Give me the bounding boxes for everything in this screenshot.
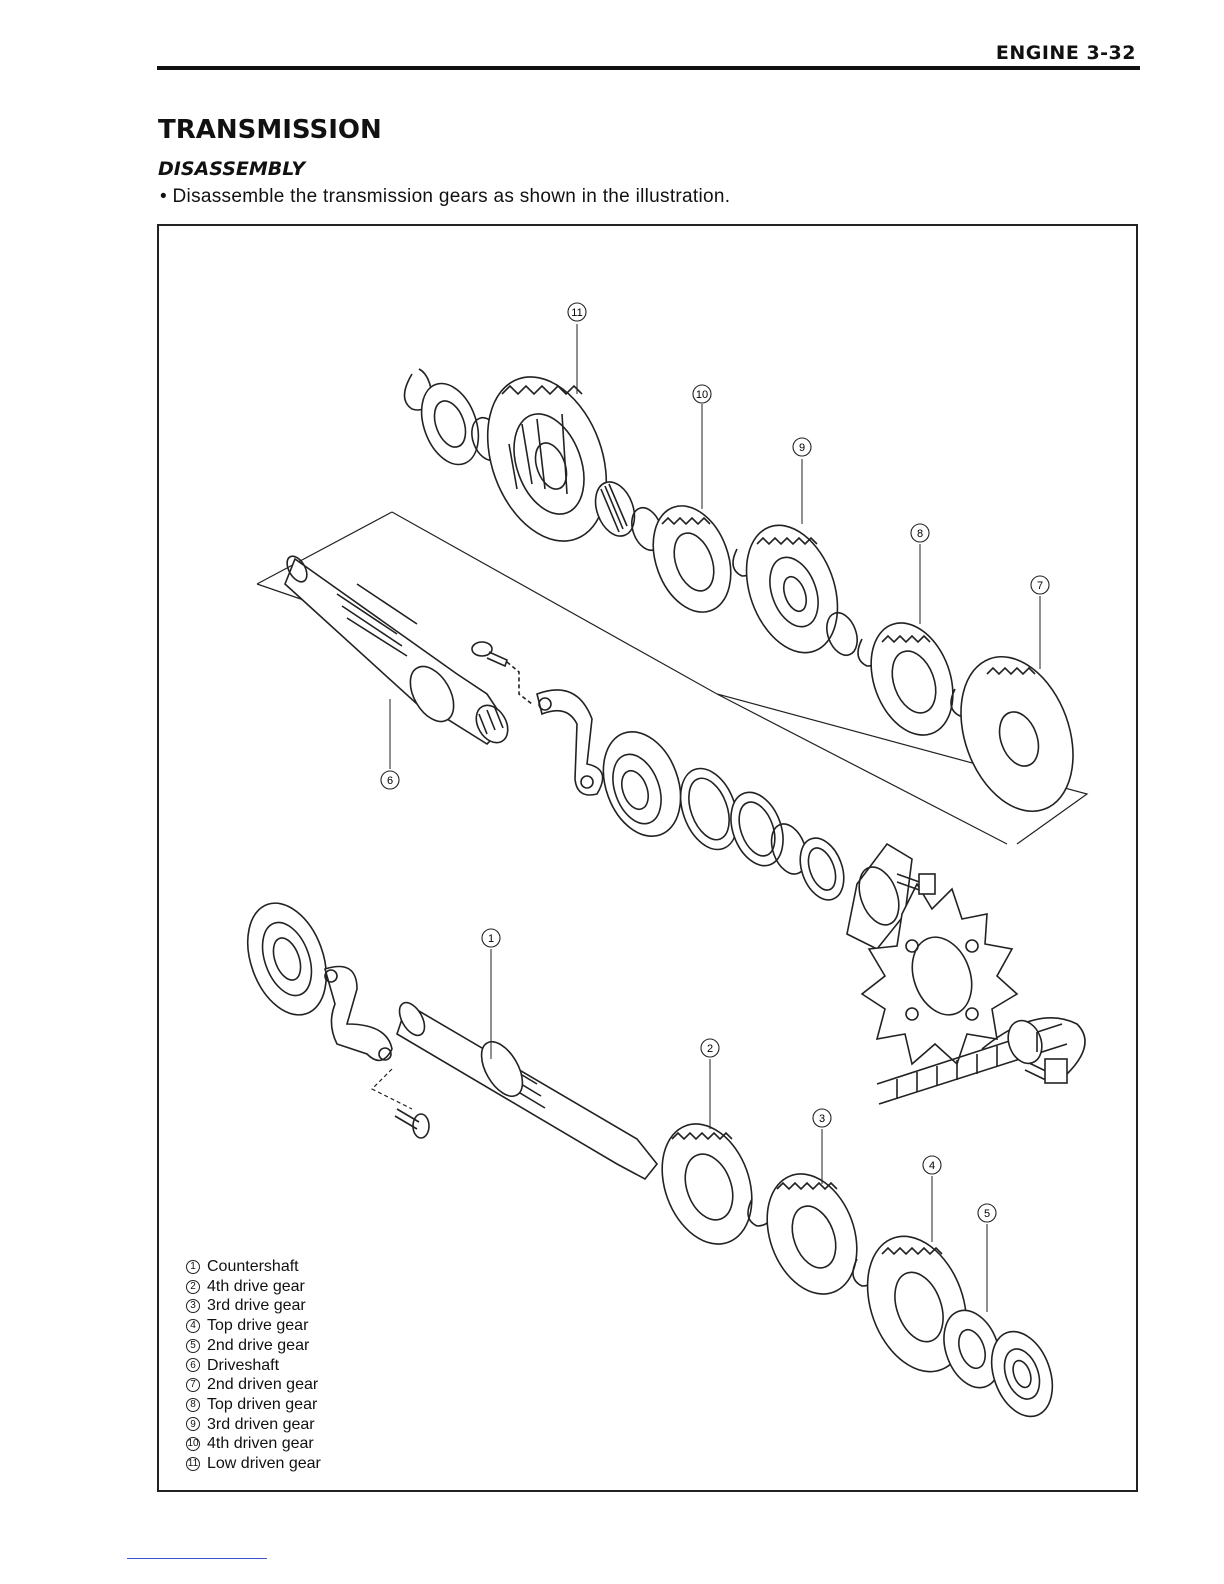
legend-label: 4th driven gear <box>207 1435 314 1453</box>
legend-number: 5 <box>186 1338 200 1353</box>
legend-item: 10 4th driven gear <box>186 1434 321 1454</box>
callout-10: 10 <box>692 384 712 404</box>
callout-8-label: 8 <box>917 528 923 540</box>
callout-9: 9 <box>792 437 812 457</box>
2nd-drive-gear-drawing <box>943 1309 1001 1389</box>
driveshaft-group-bracket <box>256 511 1089 845</box>
oil-seal-retainer-drawing <box>536 689 604 796</box>
low-driven-bearing-drawing <box>420 382 480 466</box>
callout-leaders <box>389 324 1041 1312</box>
driveshaft-bearing-drawing <box>602 730 682 838</box>
page-header: ENGINE 3-32 <box>996 42 1136 64</box>
callout-4: 4 <box>922 1155 942 1175</box>
legend-label: Top drive gear <box>207 1317 309 1335</box>
section-title: TRANSMISSION <box>158 115 382 145</box>
4th-drive-gear-drawing <box>661 1123 753 1245</box>
callout-7: 7 <box>1030 575 1050 595</box>
callout-5-label: 5 <box>984 1208 990 1220</box>
callout-2-label: 2 <box>707 1043 713 1055</box>
legend-number: 10 <box>186 1437 200 1452</box>
4th-driven-gear-drawing <box>652 505 732 613</box>
callout-11: 11 <box>567 302 587 322</box>
top-drive-gear-drawing <box>866 1235 968 1373</box>
legend-item: 1 Countershaft <box>186 1257 321 1277</box>
legend-item: 5 2nd drive gear <box>186 1336 321 1356</box>
engine-sprocket-drawing <box>860 882 1019 1066</box>
legend-number: 8 <box>186 1397 200 1412</box>
2nd-driven-gear-drawing <box>960 655 1074 813</box>
legend-number: 6 <box>186 1358 200 1373</box>
figure-frame <box>157 224 1138 1492</box>
callout-6: 6 <box>380 770 400 790</box>
legend-number: 2 <box>186 1279 200 1294</box>
countershaft-end-bearing-drawing <box>990 1330 1054 1418</box>
3rd-driven-gear-drawing <box>745 524 839 654</box>
callout-10-label: 10 <box>696 389 708 401</box>
instruction-text: • Disassemble the transmission gears as … <box>160 186 731 207</box>
bearing-retainer-drawing <box>324 965 393 1062</box>
driveshaft-drawing <box>284 555 509 746</box>
callout-2: 2 <box>700 1038 720 1058</box>
legend-label: 2nd drive gear <box>207 1336 310 1354</box>
callout-7-label: 7 <box>1037 580 1043 592</box>
legend-item: 3 3rd drive gear <box>186 1296 321 1316</box>
legend-item: 2 4th drive gear <box>186 1277 321 1297</box>
sprocket-bolt-drawing <box>896 873 1068 1084</box>
needle-bearing-drawing <box>594 481 636 537</box>
legend-number: 1 <box>186 1259 200 1274</box>
callout-3-label: 3 <box>819 1113 825 1125</box>
legend-item: 6 Driveshaft <box>186 1356 321 1376</box>
legend-item: 8 Top driven gear <box>186 1395 321 1415</box>
callout-3: 3 <box>812 1108 832 1128</box>
callout-9-label: 9 <box>799 442 805 454</box>
legend-number: 7 <box>186 1378 200 1393</box>
legend-label: 3rd driven gear <box>207 1415 315 1433</box>
legend-item: 4 Top drive gear <box>186 1316 321 1336</box>
low-driven-gear-drawing <box>486 376 608 542</box>
retainer-screw-guide <box>370 1068 413 1110</box>
legend-item: 11 Low driven gear <box>186 1454 321 1474</box>
legend-label: Low driven gear <box>207 1455 321 1473</box>
retainer-screw-drawing <box>394 1108 430 1139</box>
footer-rule <box>127 1558 267 1559</box>
oil-seal-drawing <box>730 791 784 867</box>
sub-title: DISASSEMBLY <box>158 158 306 180</box>
transmission-exploded-diagram: 11 10 9 8 7 6 1 2 3 4 5 <box>246 302 1089 1418</box>
legend-number: 3 <box>186 1299 200 1314</box>
legend-item: 9 3rd driven gear <box>186 1415 321 1435</box>
callout-1: 1 <box>481 928 501 948</box>
legend-item: 7 2nd driven gear <box>186 1375 321 1395</box>
header-section: ENGINE <box>995 42 1080 64</box>
countershaft-drawing <box>396 1001 659 1181</box>
driveshaft-bolt-drawing <box>471 641 533 705</box>
callout-4-label: 4 <box>929 1160 935 1172</box>
washer-drawing <box>679 767 739 851</box>
legend-label: Driveshaft <box>207 1356 280 1374</box>
callout-1-label: 1 <box>488 933 494 945</box>
top-driven-gear-drawing <box>870 622 954 736</box>
legend-label: Top driven gear <box>207 1395 318 1413</box>
legend-number: 4 <box>186 1318 200 1333</box>
callout-8: 8 <box>910 523 930 543</box>
header-rule <box>157 66 1140 70</box>
callout-6-label: 6 <box>387 775 393 787</box>
legend-label: 4th drive gear <box>207 1277 305 1295</box>
spline-washer-drawing <box>826 611 858 657</box>
spacer-drawing <box>799 837 845 901</box>
callout-5: 5 <box>977 1203 997 1223</box>
legend-label: Countershaft <box>207 1258 299 1275</box>
legend-number: 11 <box>186 1456 200 1471</box>
callout-11-label: 11 <box>571 307 582 319</box>
header-page-number: 3-32 <box>1086 42 1136 64</box>
parts-legend: 1 Countershaft 2 4th drive gear 3 3rd dr… <box>186 1257 321 1474</box>
drive-chain-drawing <box>876 1017 1086 1105</box>
3rd-drive-gear-drawing <box>766 1173 858 1295</box>
legend-label: 2nd driven gear <box>207 1376 319 1394</box>
legend-label: 3rd drive gear <box>207 1297 306 1315</box>
legend-number: 9 <box>186 1417 200 1432</box>
countershaft-bearing-drawing <box>246 902 328 1016</box>
